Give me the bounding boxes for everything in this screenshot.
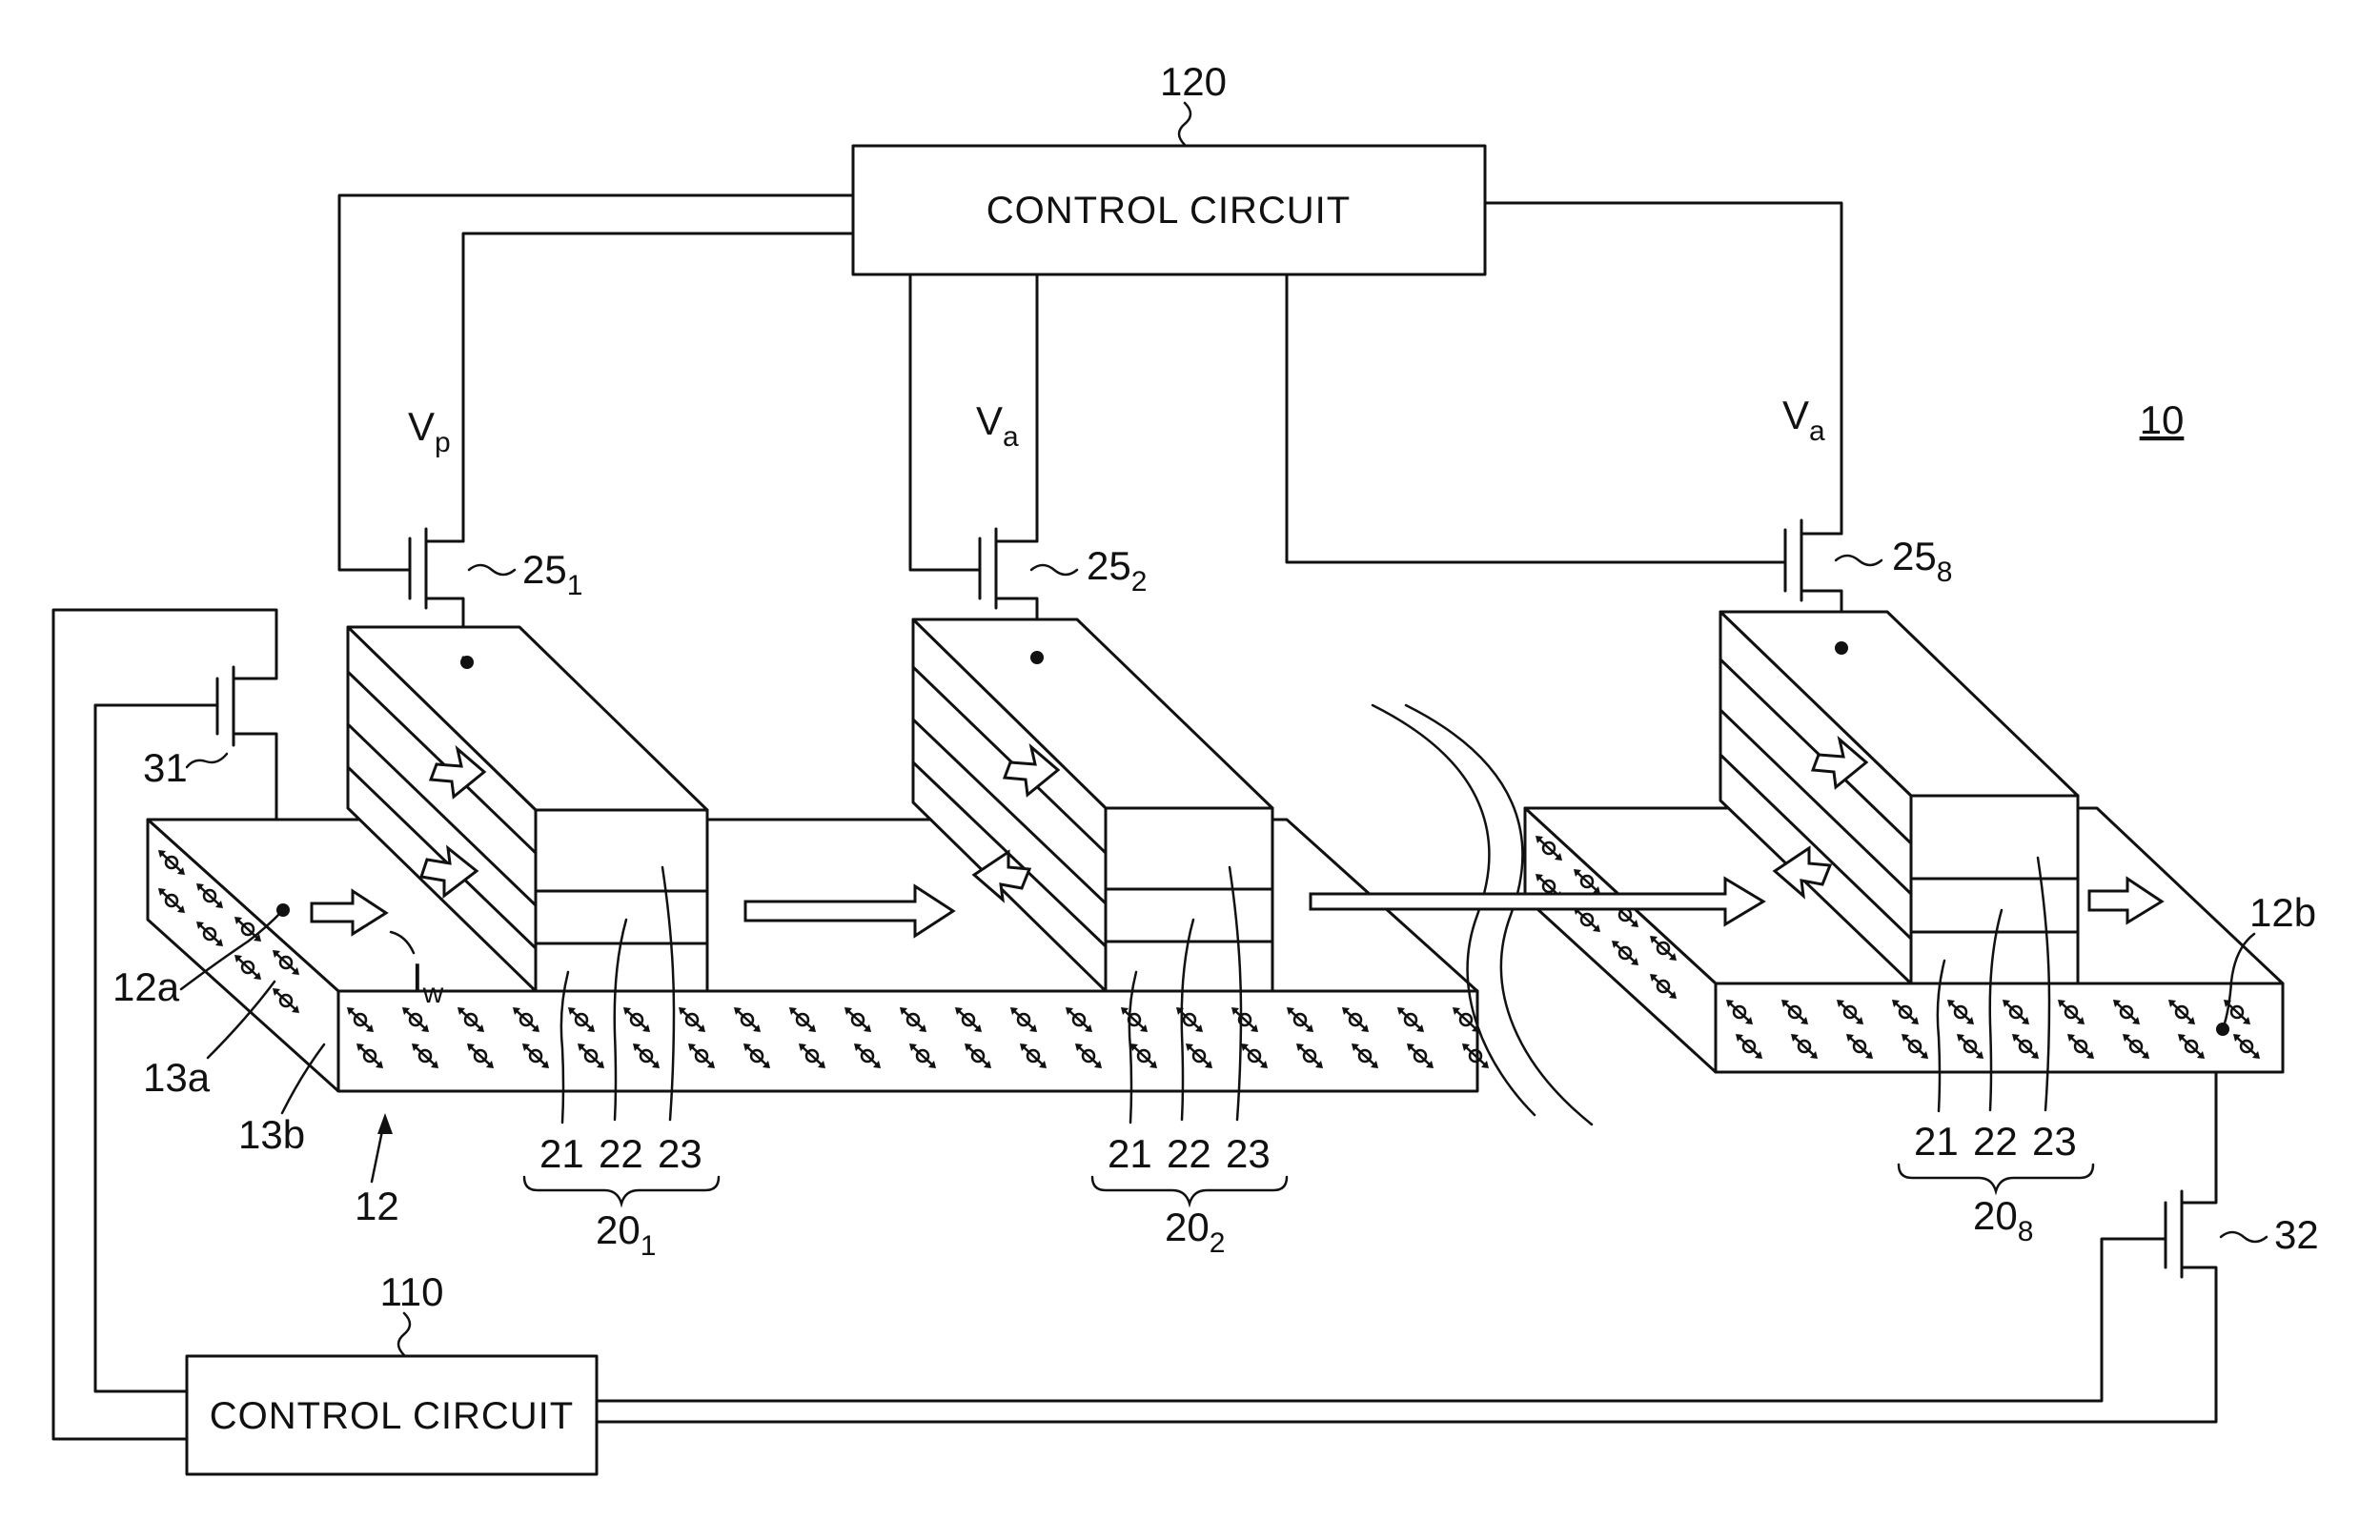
cell-1-layer-21: 21: [539, 1131, 584, 1176]
cell-2-ref: 202: [1165, 1205, 1225, 1259]
transistor-32-ref: 32: [2274, 1212, 2319, 1257]
cell-2-layer-22: 22: [1167, 1131, 1211, 1176]
cell-2-layer-23: 23: [1226, 1131, 1271, 1176]
cell-8-layer-22: 22: [1973, 1119, 2018, 1164]
label-12b: 12b: [2249, 890, 2316, 935]
control-circuit-top-label: CONTROL CIRCUIT: [987, 190, 1351, 232]
label-12a: 12a: [112, 964, 180, 1009]
cell-8-layer-21: 21: [1914, 1119, 1959, 1164]
cell-2-layer-21: 21: [1108, 1131, 1152, 1176]
cell-1-ref: 201: [596, 1207, 656, 1262]
transistor-25-1-ref: 251: [522, 547, 582, 601]
voltage-va-1: Va: [976, 398, 1019, 453]
transistor-32: 32: [597, 1037, 2319, 1422]
cell-1-layer-22: 22: [599, 1131, 643, 1176]
control-circuit-top-ref: 120: [1160, 59, 1227, 104]
cell-1-layer-23: 23: [658, 1131, 702, 1176]
control-circuit-bottom-ref: 110: [380, 1269, 444, 1314]
label-12: 12: [355, 1184, 399, 1228]
transistor-25-8-ref: 258: [1892, 534, 1952, 588]
transistor-25-2-ref: 252: [1087, 543, 1147, 598]
voltage-vp: Vp: [408, 404, 451, 458]
control-circuit-top: CONTROL CIRCUIT 120: [853, 59, 1485, 274]
transistor-25-1: 251 Vp: [408, 404, 582, 658]
cell-8-layer-23: 23: [2032, 1119, 2077, 1164]
figure-number: 10: [2140, 397, 2185, 442]
control-circuit-bottom-label: CONTROL CIRCUIT: [210, 1395, 574, 1437]
control-circuit-bottom: CONTROL CIRCUIT 110: [187, 1269, 597, 1474]
cell-8-ref: 208: [1973, 1193, 2033, 1247]
label-13b: 13b: [238, 1112, 305, 1157]
transistor-31-ref: 31: [143, 745, 188, 790]
label-13a: 13a: [143, 1055, 211, 1100]
voltage-va-2: Va: [1782, 393, 1825, 447]
transistor-31: 31: [53, 610, 276, 1439]
transistor-25-8: 258 Va: [1782, 393, 1952, 648]
